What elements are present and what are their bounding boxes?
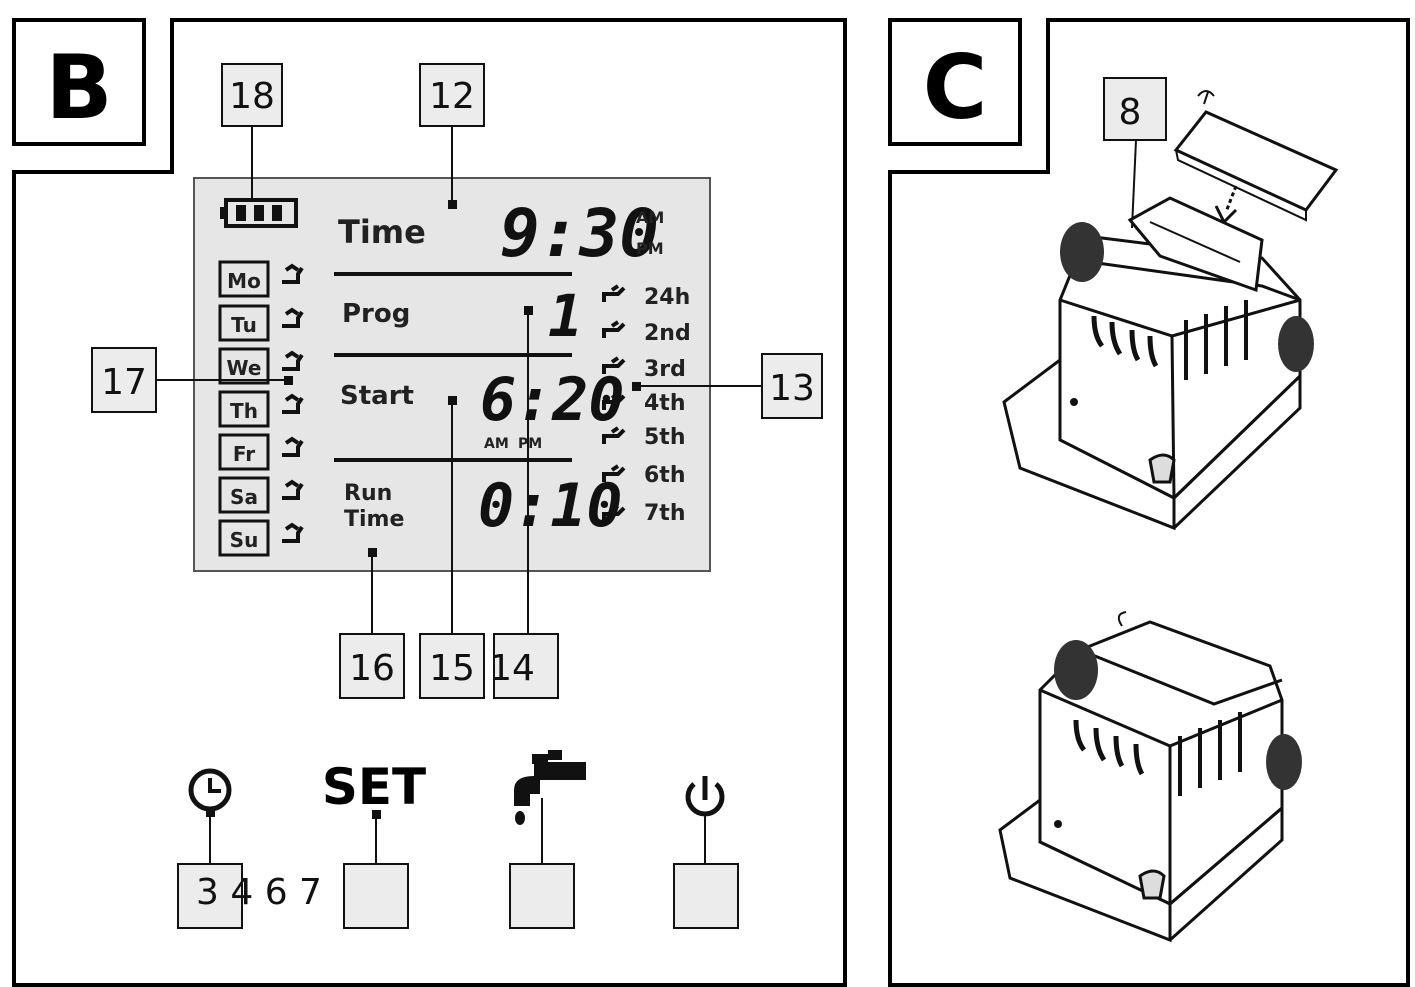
day-item: We bbox=[218, 347, 304, 385]
day-label: Mo bbox=[227, 269, 261, 293]
panel-b-letter: B bbox=[45, 36, 112, 139]
callout-label: 17 bbox=[101, 362, 147, 403]
tap-icon bbox=[602, 504, 626, 522]
tap-icon bbox=[602, 320, 626, 338]
interval-label: 5th bbox=[644, 425, 686, 450]
water-button[interactable] bbox=[509, 750, 586, 929]
callout-16: 16 bbox=[339, 548, 405, 699]
lcd-start-label: Start bbox=[340, 381, 414, 411]
interval-label: 7th bbox=[644, 501, 686, 526]
day-label: Su bbox=[230, 528, 259, 552]
clock-button[interactable] bbox=[177, 768, 243, 929]
day-label: Sa bbox=[230, 485, 258, 509]
set-button[interactable]: SET bbox=[322, 758, 426, 929]
callout-label: 16 bbox=[349, 648, 395, 689]
set-label: SET bbox=[322, 758, 426, 816]
callout-label: 14 bbox=[489, 648, 535, 689]
callout-label: 18 bbox=[229, 76, 275, 117]
callout-15: 15 bbox=[419, 396, 485, 699]
lcd-am: AM bbox=[636, 208, 664, 227]
callout-14: 14 bbox=[489, 306, 559, 699]
device-open bbox=[1002, 196, 1314, 531]
interval-label: 2nd bbox=[644, 321, 691, 346]
power-button[interactable] bbox=[673, 776, 739, 929]
callout-label: 15 bbox=[429, 648, 475, 689]
callout-13: 13 bbox=[632, 353, 823, 419]
callout-bottom-row: 3 4 6 7 bbox=[196, 872, 322, 913]
lcd-time-value: 9:30 bbox=[500, 195, 659, 272]
callout-8: 8 bbox=[1103, 77, 1167, 229]
interval-label: 3rd bbox=[644, 357, 686, 382]
panel-b-letter-box bbox=[12, 18, 146, 146]
panel-c-letter: C bbox=[923, 36, 988, 139]
lcd-time-label: Time bbox=[338, 213, 426, 251]
day-item: Su bbox=[218, 519, 304, 557]
tap-icon bbox=[282, 350, 304, 371]
knob-icon bbox=[1054, 640, 1098, 700]
callout-label: 12 bbox=[429, 76, 475, 117]
knob-icon bbox=[1278, 316, 1314, 372]
lcd-interval-column: 24h 2nd 3rd 4th 5th 6th 7th bbox=[602, 284, 691, 526]
lcd-start-pm: PM bbox=[518, 436, 542, 452]
lcd-prog-label: Prog bbox=[342, 299, 410, 329]
tap-icon bbox=[602, 426, 626, 444]
interval-label: 24h bbox=[644, 285, 690, 310]
panel-c: C 8 bbox=[888, 18, 1410, 987]
battery-icon bbox=[220, 198, 298, 228]
day-item: Tu bbox=[218, 304, 304, 342]
interval-label: 4th bbox=[644, 391, 686, 416]
callout-18: 18 bbox=[221, 63, 283, 200]
callout-17: 17 bbox=[91, 347, 293, 413]
panel-c-letter-box bbox=[888, 18, 1022, 146]
lcd-start-am: AM bbox=[484, 436, 509, 452]
lcd-prog-value: 1 bbox=[548, 282, 583, 350]
tap-icon bbox=[282, 479, 304, 500]
day-item: Sa bbox=[218, 476, 304, 514]
lcd-pm: PM bbox=[636, 239, 664, 258]
panel-b: B Time 9:30 AM PM Prog 1 Start 6:20 AM P… bbox=[12, 18, 847, 987]
battery-cover bbox=[1173, 90, 1339, 222]
day-label: Tu bbox=[231, 313, 257, 337]
knob-icon bbox=[1266, 734, 1302, 790]
tap-icon bbox=[282, 436, 304, 457]
power-icon bbox=[685, 776, 725, 817]
day-item: Mo bbox=[218, 260, 304, 298]
tap-icon bbox=[282, 522, 304, 543]
callout-label: 13 bbox=[769, 368, 815, 409]
device-closed bbox=[998, 611, 1302, 943]
interval-label: 6th bbox=[644, 463, 686, 488]
tap-icon bbox=[282, 307, 304, 328]
arrow-down-icon bbox=[1214, 185, 1238, 225]
tap-icon bbox=[282, 263, 304, 284]
day-item: Th bbox=[218, 390, 304, 428]
lcd-run-label: Time bbox=[344, 507, 404, 532]
lcd-run-label: Run bbox=[344, 481, 392, 506]
day-label: Th bbox=[230, 399, 258, 423]
callout-label: 8 bbox=[1119, 92, 1142, 133]
knob-icon bbox=[1060, 222, 1104, 282]
panel-c-frame bbox=[888, 18, 1410, 987]
lcd-days-column: Mo Tu We Th Fr bbox=[218, 260, 304, 557]
tap-icon bbox=[602, 284, 626, 302]
tap-icon bbox=[602, 392, 626, 410]
water-tap-icon bbox=[514, 750, 586, 825]
tap-icon bbox=[602, 464, 626, 482]
day-label: Fr bbox=[233, 442, 255, 466]
day-item: Fr bbox=[218, 433, 304, 471]
lcd-run-value: 0:10 bbox=[478, 471, 623, 541]
lcd-start-value: 6:20 bbox=[480, 365, 625, 435]
callout-12: 12 bbox=[419, 63, 485, 209]
day-label: We bbox=[227, 356, 262, 380]
panel-b-frame bbox=[12, 18, 847, 987]
tap-icon bbox=[602, 356, 626, 374]
tap-icon bbox=[282, 393, 304, 414]
